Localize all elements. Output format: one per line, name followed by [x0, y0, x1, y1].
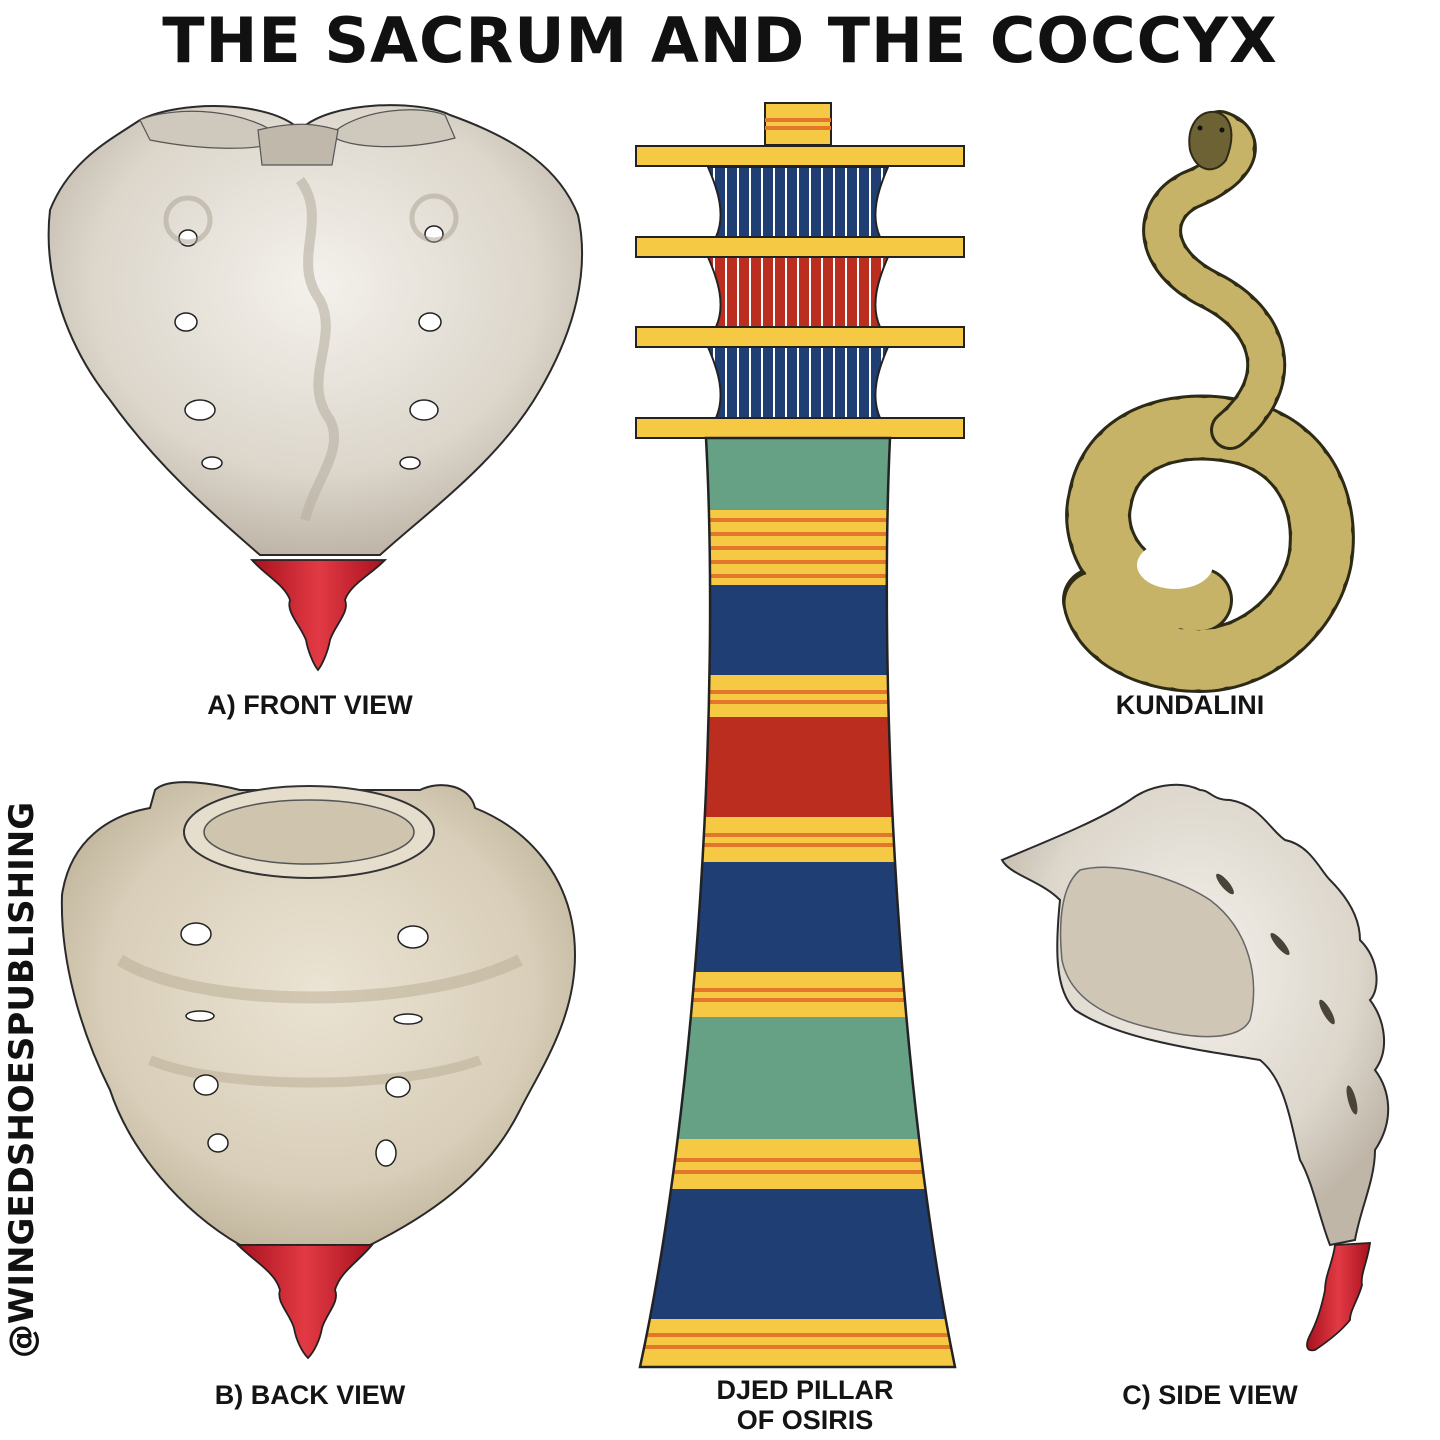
- kundalini-snake: [1062, 110, 1355, 694]
- sacrum-back-body: [60, 781, 577, 1246]
- djed-plate-1: [635, 145, 965, 167]
- sacrum-side-view: [1000, 783, 1390, 1352]
- label-front-view: A) FRONT VIEW: [207, 690, 413, 720]
- djed-flute-band-3: [706, 346, 890, 419]
- djed-plate-2: [635, 236, 965, 258]
- sacrum-front-view: [47, 104, 584, 672]
- page-title: THE SACRUM AND THE COCCYX: [162, 4, 1278, 77]
- label-djed-pillar: DJED PILLAR OF OSIRIS: [660, 1375, 950, 1435]
- djed-flute-band-2: [706, 256, 890, 328]
- label-back-view: B) BACK VIEW: [214, 1380, 406, 1410]
- coccyx-side: [1306, 1242, 1372, 1352]
- sacrum-back-view: [60, 781, 577, 1360]
- sacrum-front-body: [47, 104, 584, 556]
- djed-top-cap: [764, 102, 832, 146]
- label-side-view: C) SIDE VIEW: [1122, 1380, 1298, 1410]
- djed-plate-4: [635, 417, 965, 439]
- coccyx-back: [235, 1244, 374, 1360]
- watermark-handle: @WINGEDSHOESPUBLISHING: [2, 801, 42, 1359]
- djed-pillar: [635, 102, 965, 1369]
- label-djed-line-2: OF OSIRIS: [736, 1405, 874, 1435]
- snake-head: [1188, 110, 1233, 171]
- djed-flute-band-1: [706, 166, 890, 238]
- label-djed-line-1: DJED PILLAR: [716, 1375, 894, 1405]
- djed-plate-3: [635, 326, 965, 348]
- label-kundalini: KUNDALINI: [1115, 690, 1265, 720]
- coccyx-front: [250, 559, 388, 672]
- djed-shaft: [640, 438, 955, 1367]
